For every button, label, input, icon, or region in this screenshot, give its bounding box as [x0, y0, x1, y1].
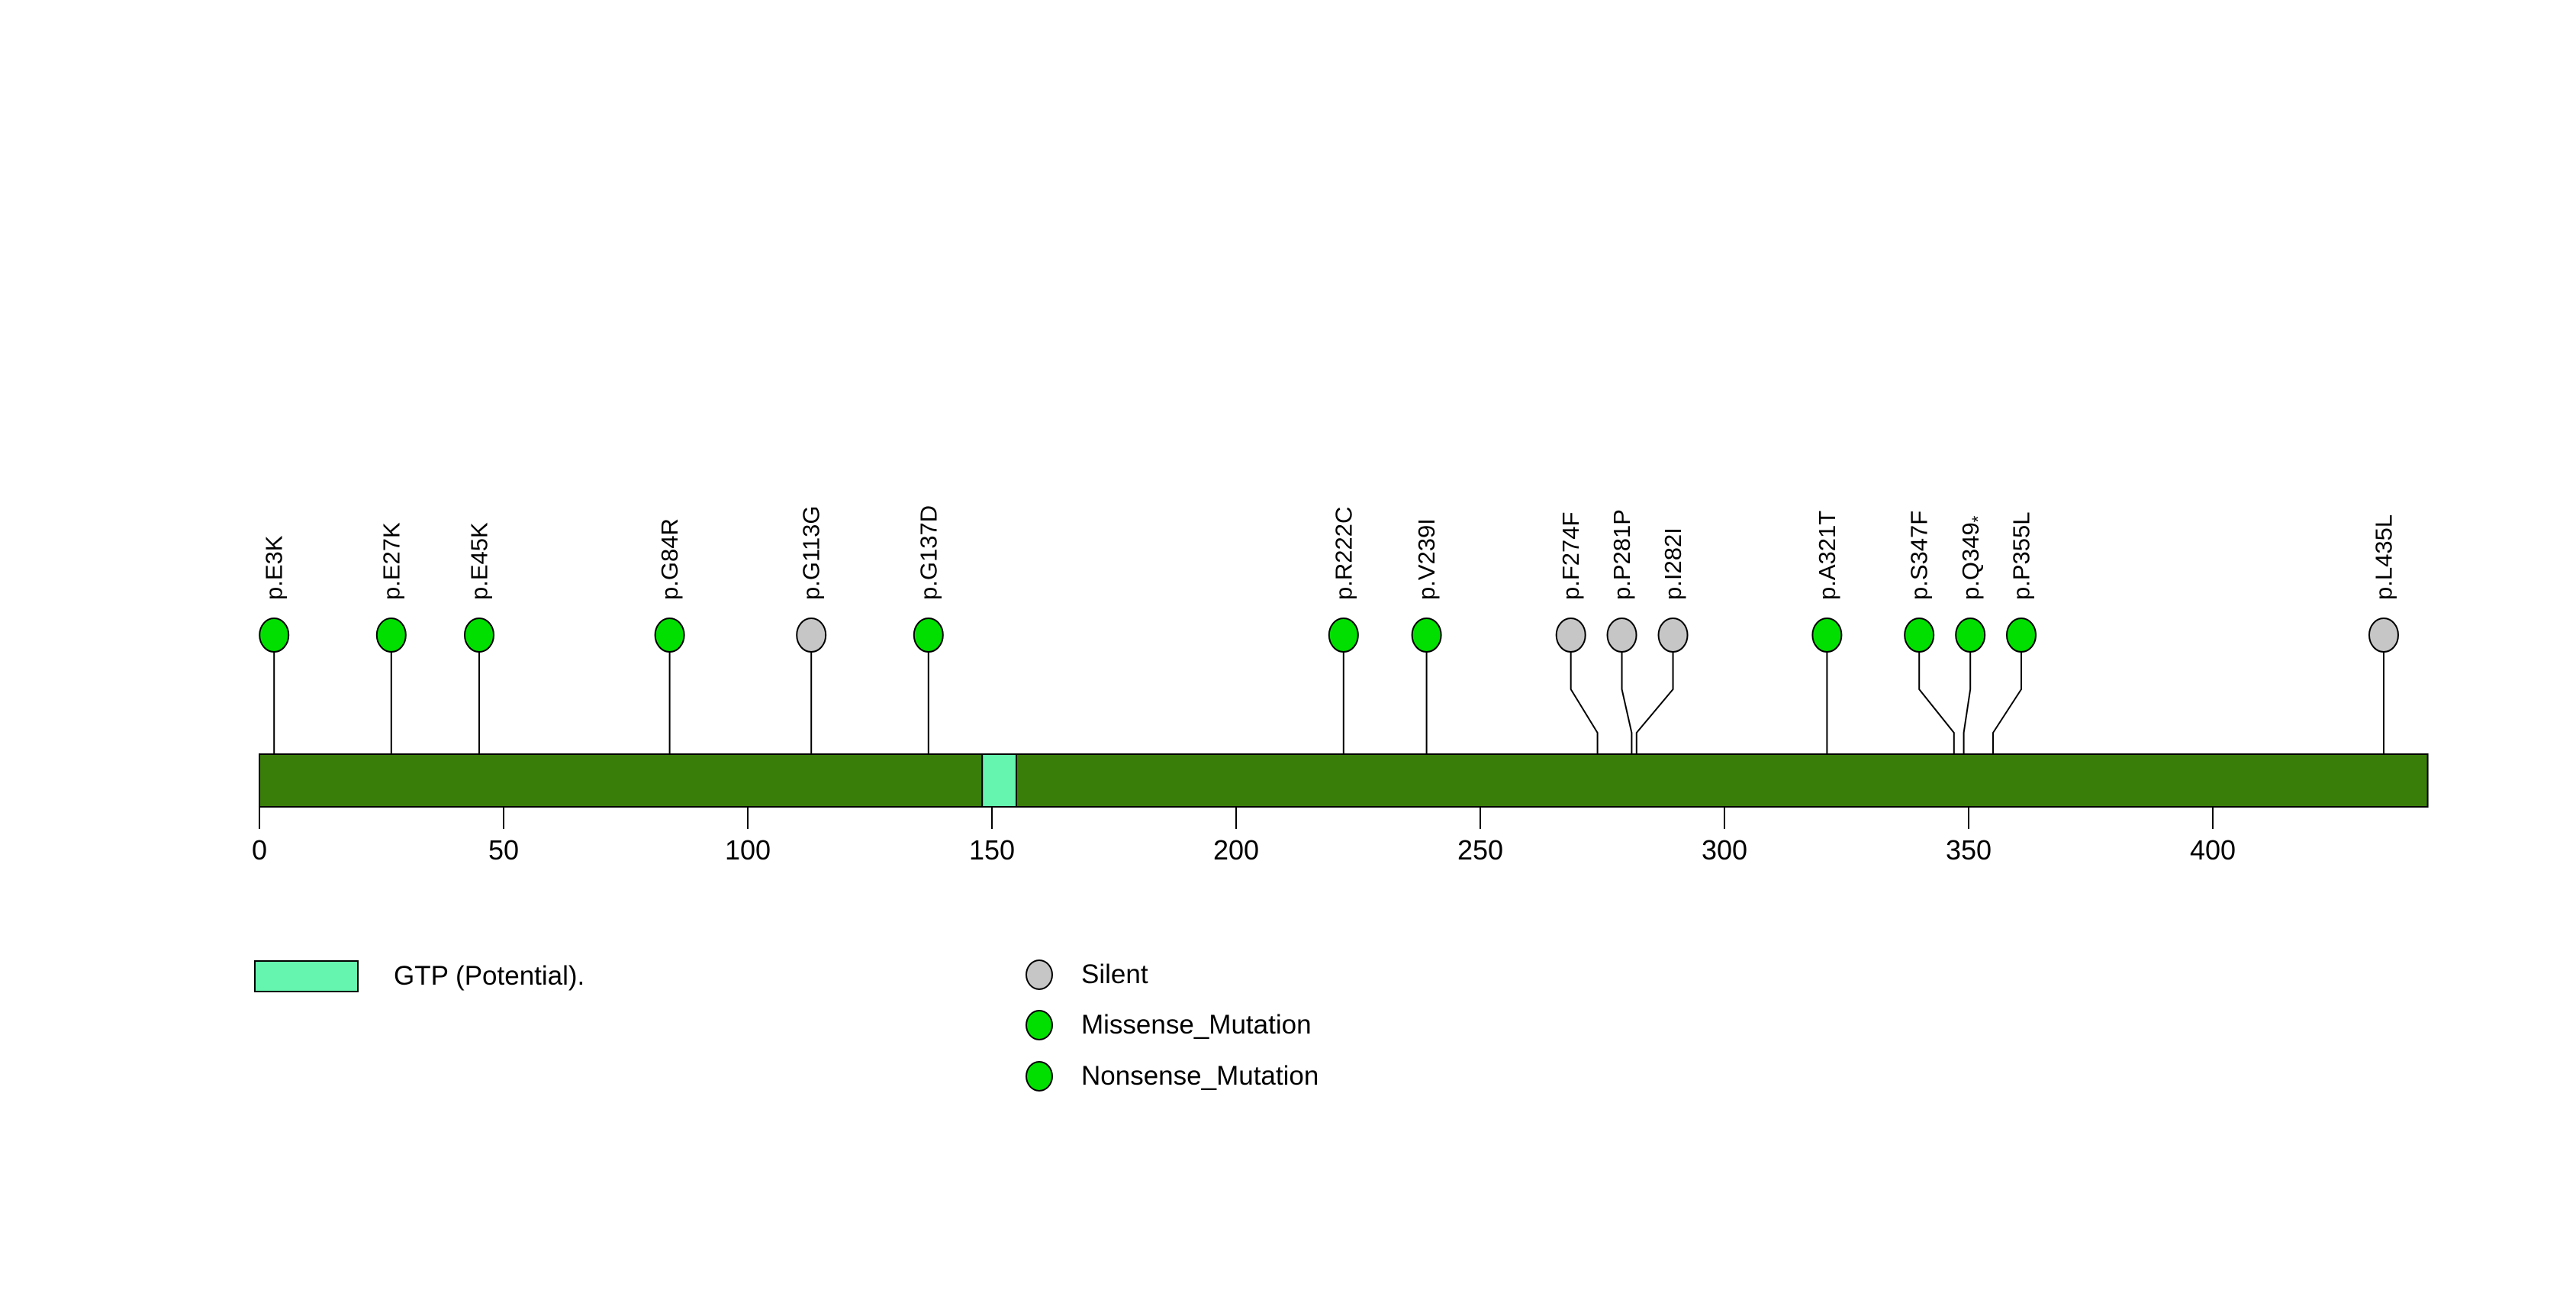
mutation-label: p.A321T	[1814, 511, 1840, 600]
mutation-label: p.G84R	[656, 518, 683, 600]
domain-gtp	[981, 753, 1017, 808]
mutation-label: p.P281P	[1608, 509, 1635, 600]
lollipop-circle	[375, 618, 407, 653]
lollipop-circle	[1904, 618, 1935, 653]
axis-tick-label: 100	[725, 834, 771, 866]
lollipop-circle	[913, 618, 944, 653]
lollipop-circle	[1811, 618, 1843, 653]
lollipop-circle	[1555, 618, 1586, 653]
axis-tick-label: 400	[2190, 834, 2236, 866]
lollipop-circle	[1328, 618, 1359, 653]
legend-row-missense: Missense_Mutation	[1026, 1010, 1312, 1040]
silent-legend-circle	[1026, 959, 1053, 990]
missense-legend-label: Missense_Mutation	[1081, 1010, 1312, 1040]
legend-row-silent: Silent	[1026, 959, 1148, 990]
mutation-label: p.P355L	[2008, 512, 2034, 601]
mutation-label: p.G113G	[798, 505, 825, 600]
domain-legend-row: GTP (Potential).	[254, 960, 584, 992]
lollipop-circle	[2368, 618, 2399, 653]
mutation-label: p.F274F	[1557, 512, 1584, 600]
lollipop-circle	[1955, 618, 1986, 653]
mutation-label: p.R222C	[1330, 507, 1357, 600]
axis-tick-label: 0	[252, 834, 267, 866]
lollipop-circle	[1606, 618, 1637, 653]
missense-legend-circle	[1026, 1010, 1053, 1040]
protein-bar	[259, 753, 2429, 808]
lollipop-circle	[1411, 618, 1442, 653]
mutation-label: p.G137D	[915, 505, 942, 600]
axis-tick-label: 250	[1457, 834, 1503, 866]
lollipop-circle	[2005, 618, 2037, 653]
mutation-label: p.I282I	[1660, 527, 1686, 600]
axis-tick-label: 350	[1946, 834, 1992, 866]
axis-tick-label: 300	[1702, 834, 1747, 866]
lollipop-circle	[259, 618, 290, 653]
legend-row-nonsense: Nonsense_Mutation	[1026, 1061, 1319, 1092]
nonsense-legend-label: Nonsense_Mutation	[1081, 1061, 1319, 1091]
nonsense-legend-circle	[1026, 1061, 1053, 1092]
mutation-label: p.E27K	[378, 522, 404, 600]
silent-legend-label: Silent	[1081, 959, 1148, 989]
domain-legend-label: GTP (Potential).	[394, 961, 585, 991]
mutation-label: p.L435L	[2371, 514, 2397, 600]
lollipop-circle	[464, 618, 494, 653]
axis-tick-label: 150	[969, 834, 1015, 866]
domain-legend-swatch	[254, 960, 359, 992]
mutation-label: p.Q349*	[1957, 515, 1988, 600]
mutation-label: p.E45K	[466, 522, 493, 600]
mutation-label: p.V239I	[1413, 518, 1440, 600]
lollipop-circle	[654, 618, 685, 653]
axis-tick-label: 50	[488, 834, 519, 866]
mutation-label: p.S347F	[1906, 511, 1933, 600]
lollipop-circle	[1657, 618, 1689, 653]
mutation-label: p.E3K	[261, 535, 288, 600]
axis-tick-label: 200	[1213, 834, 1259, 866]
lollipop-circle	[796, 618, 827, 653]
